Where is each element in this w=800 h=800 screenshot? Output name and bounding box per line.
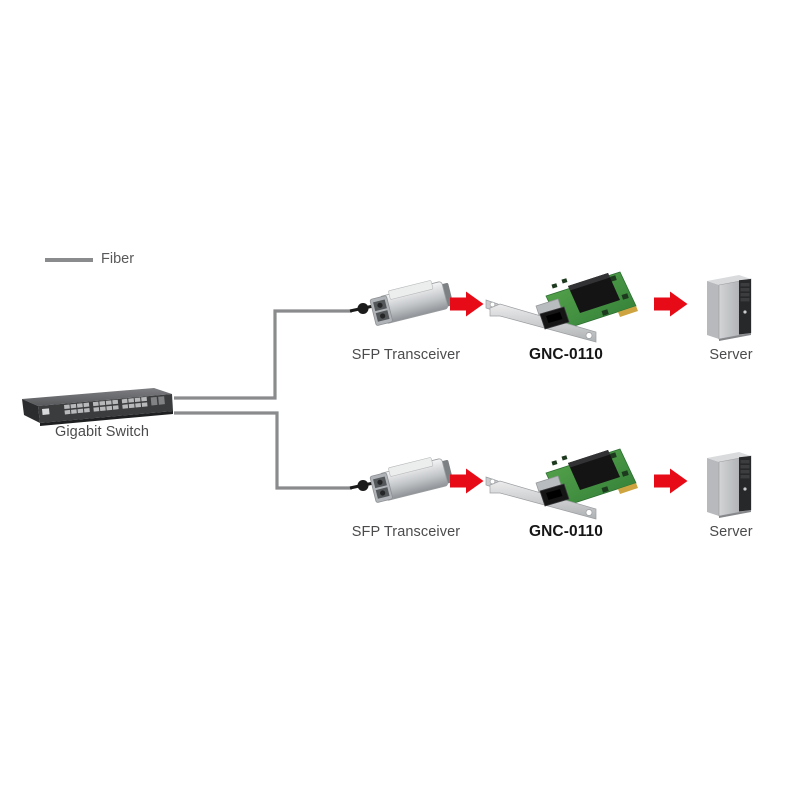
server-image [699, 272, 759, 342]
gnc-0110-label: GNC-0110 [528, 346, 604, 363]
gnc-0110-card-image [484, 439, 642, 527]
arrow-right-icon [450, 291, 484, 317]
gnc-0110-card-image [484, 262, 642, 350]
server-label: Server [709, 347, 753, 363]
fiber-wire-bottom [174, 411, 352, 490]
sfp-transceiver-label: SFP Transceiver [351, 347, 461, 363]
server-label: Server [709, 524, 753, 540]
sfp-transceiver-label: SFP Transceiver [351, 524, 461, 540]
fiber-wire-top [174, 309, 352, 400]
gigabit-switch-label: Gigabit Switch [54, 424, 150, 440]
legend-fiber-line-sample [45, 258, 93, 262]
sfp-transceiver-image [360, 451, 456, 509]
gigabit-switch-image [18, 384, 174, 428]
arrow-right-icon [450, 468, 484, 494]
arrow-right-icon [654, 468, 688, 494]
gnc-0110-label: GNC-0110 [528, 523, 604, 540]
legend-label: Fiber [101, 251, 135, 267]
arrow-right-icon [654, 291, 688, 317]
sfp-transceiver-image [360, 274, 456, 332]
server-image [699, 449, 759, 519]
